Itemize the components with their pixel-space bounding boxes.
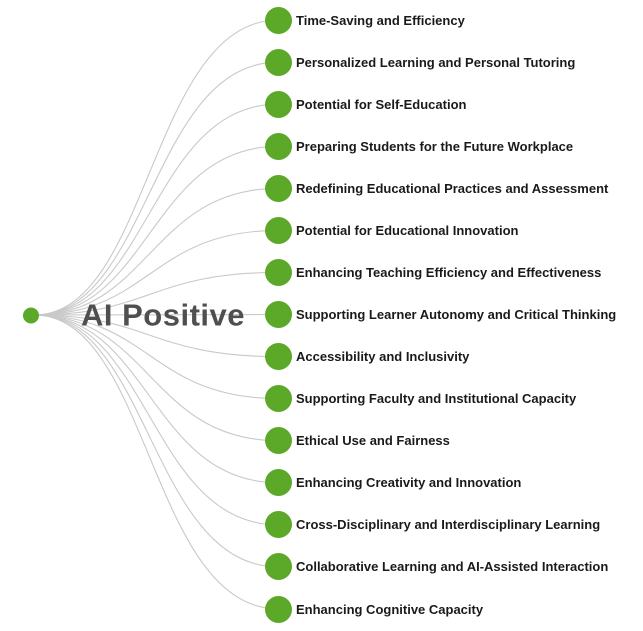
root-node-label: AI Positive <box>81 297 245 333</box>
link-curve <box>33 314 280 358</box>
link-curve <box>33 103 280 316</box>
branch-node[interactable]: Accessibility and Inclusivity <box>265 343 470 371</box>
root-node[interactable]: AI Positive <box>23 300 245 331</box>
branch-label: Potential for Educational Innovation <box>296 222 519 238</box>
link-curve <box>33 314 280 526</box>
branch-node[interactable]: Potential for Self-Education <box>265 90 467 118</box>
link-curve <box>33 314 280 610</box>
link-curve <box>33 314 280 442</box>
branch-node[interactable]: Supporting Faculty and Institutional Cap… <box>265 385 577 413</box>
branch-dot-icon[interactable] <box>265 6 292 34</box>
branch-dot-icon[interactable] <box>265 48 292 76</box>
branch-dot-icon[interactable] <box>265 595 292 623</box>
branch-node[interactable]: Redefining Educational Practices and Ass… <box>265 174 609 202</box>
branch-label: Preparing Students for the Future Workpl… <box>296 138 574 154</box>
link-curve <box>33 229 280 316</box>
link-curve <box>33 271 280 316</box>
branch-node[interactable]: Potential for Educational Innovation <box>265 216 519 244</box>
link-curve <box>33 314 280 568</box>
link-curve <box>33 61 280 316</box>
branch-label: Personalized Learning and Personal Tutor… <box>296 54 576 70</box>
branch-label: Time-Saving and Efficiency <box>296 12 465 28</box>
branch-node[interactable]: Preparing Students for the Future Workpl… <box>265 132 574 160</box>
branch-dot-icon[interactable] <box>265 258 292 286</box>
branch-label: Potential for Self-Education <box>296 96 467 112</box>
branch-label: Ethical Use and Fairness <box>296 433 450 449</box>
branch-label: Redefining Educational Practices and Ass… <box>296 180 609 196</box>
branch-label: Enhancing Teaching Efficiency and Effect… <box>296 264 602 280</box>
root-dot-icon[interactable] <box>23 307 39 323</box>
branch-dot-icon[interactable] <box>265 216 292 244</box>
branch-label: Collaborative Learning and AI-Assisted I… <box>296 559 609 575</box>
branch-node[interactable]: Supporting Learner Autonomy and Critical… <box>265 301 616 328</box>
branch-label: Cross-Disciplinary and Interdisciplinary… <box>296 517 601 533</box>
branch-node[interactable]: Collaborative Learning and AI-Assisted I… <box>265 553 609 581</box>
branch-dot-icon[interactable] <box>265 174 292 202</box>
link-curve <box>33 145 280 316</box>
branch-node[interactable]: Enhancing Creativity and Innovation <box>265 469 522 497</box>
link-curve <box>33 314 280 400</box>
branch-label: Accessibility and Inclusivity <box>296 349 470 365</box>
branch-node[interactable]: Cross-Disciplinary and Interdisciplinary… <box>265 511 601 539</box>
branch-node[interactable]: Ethical Use and Fairness <box>265 427 450 455</box>
link-curve <box>33 19 280 316</box>
branch-dot-icon[interactable] <box>265 132 292 160</box>
branch-node[interactable]: Personalized Learning and Personal Tutor… <box>265 48 576 76</box>
link-curve <box>33 314 280 484</box>
branch-label: Supporting Faculty and Institutional Cap… <box>296 391 577 407</box>
branch-dot-icon[interactable] <box>265 427 292 455</box>
branch-label: Enhancing Cognitive Capacity <box>296 601 484 617</box>
branch-label: Supporting Learner Autonomy and Critical… <box>296 307 617 322</box>
branch-dot-icon[interactable] <box>265 469 292 497</box>
branch-dot-icon[interactable] <box>265 301 292 328</box>
branch-node[interactable]: Enhancing Teaching Efficiency and Effect… <box>265 258 602 286</box>
branch-dot-icon[interactable] <box>265 511 292 539</box>
branch-node[interactable]: Enhancing Cognitive Capacity <box>265 595 484 623</box>
branch-dot-icon[interactable] <box>265 385 292 413</box>
branch-dot-icon[interactable] <box>265 90 292 118</box>
branch-dot-icon[interactable] <box>265 343 292 371</box>
branch-dot-icon[interactable] <box>265 553 292 581</box>
branch-node[interactable]: Time-Saving and Efficiency <box>265 6 465 34</box>
branch-label: Enhancing Creativity and Innovation <box>296 475 522 491</box>
link-curve <box>33 313 280 316</box>
link-curve <box>33 187 280 316</box>
